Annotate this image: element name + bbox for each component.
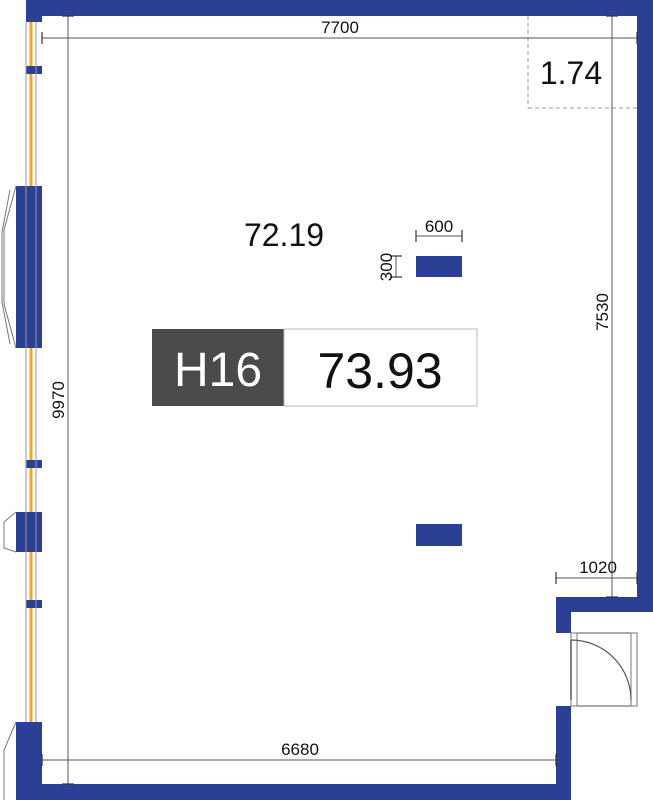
window-frames (25, 22, 37, 722)
unit-code: H16 (174, 344, 262, 397)
bottom-wall (26, 784, 571, 800)
dimension-bottom: 6680 (41, 740, 557, 766)
dimension-column-depth: 300 (377, 253, 402, 281)
entrance-notch-top (556, 597, 653, 612)
dimension-right-label: 7530 (593, 293, 612, 331)
dimension-entrance-label: 1020 (579, 558, 617, 577)
corner-room-outline (527, 16, 637, 109)
dimension-left: 9970 (49, 15, 74, 785)
dimension-bottom-label: 6680 (281, 740, 319, 759)
unit-area-box (283, 328, 478, 407)
bay-windows (1, 185, 17, 800)
dimension-column-width: 600 (415, 217, 463, 242)
left-pier-top (26, 0, 42, 22)
left-pier-small-1 (26, 66, 42, 74)
entrance-jamb-lower (556, 706, 571, 800)
right-wall (637, 0, 653, 612)
left-pier-bottom (16, 722, 42, 800)
top-wall (26, 0, 653, 16)
unit-badge: H16 73.93 (152, 328, 478, 407)
entrance-jamb-upper (556, 597, 571, 633)
dimension-entrance: 1020 (555, 558, 638, 584)
column-lower (416, 524, 462, 546)
dimension-column-depth-label: 300 (377, 253, 396, 281)
corner-area-label: 1.74 (540, 55, 602, 91)
left-pier-small-2 (26, 460, 42, 468)
left-pier-3 (16, 512, 42, 552)
dimension-top-label: 7700 (321, 18, 359, 37)
unit-code-box (152, 329, 284, 406)
left-pier-2 (16, 186, 42, 348)
dimension-top: 7700 (41, 18, 638, 44)
left-pier-small-3 (26, 600, 42, 608)
main-area-label: 72.19 (244, 217, 324, 253)
dimension-column-width-label: 600 (425, 217, 453, 236)
dimension-left-label: 9970 (49, 381, 68, 419)
entrance-door (570, 632, 638, 707)
column-upper (416, 256, 462, 277)
door-swing-arc (570, 639, 632, 701)
walls (16, 0, 653, 800)
unit-total-area: 73.93 (317, 343, 442, 399)
dimension-right: 7530 (593, 15, 618, 598)
